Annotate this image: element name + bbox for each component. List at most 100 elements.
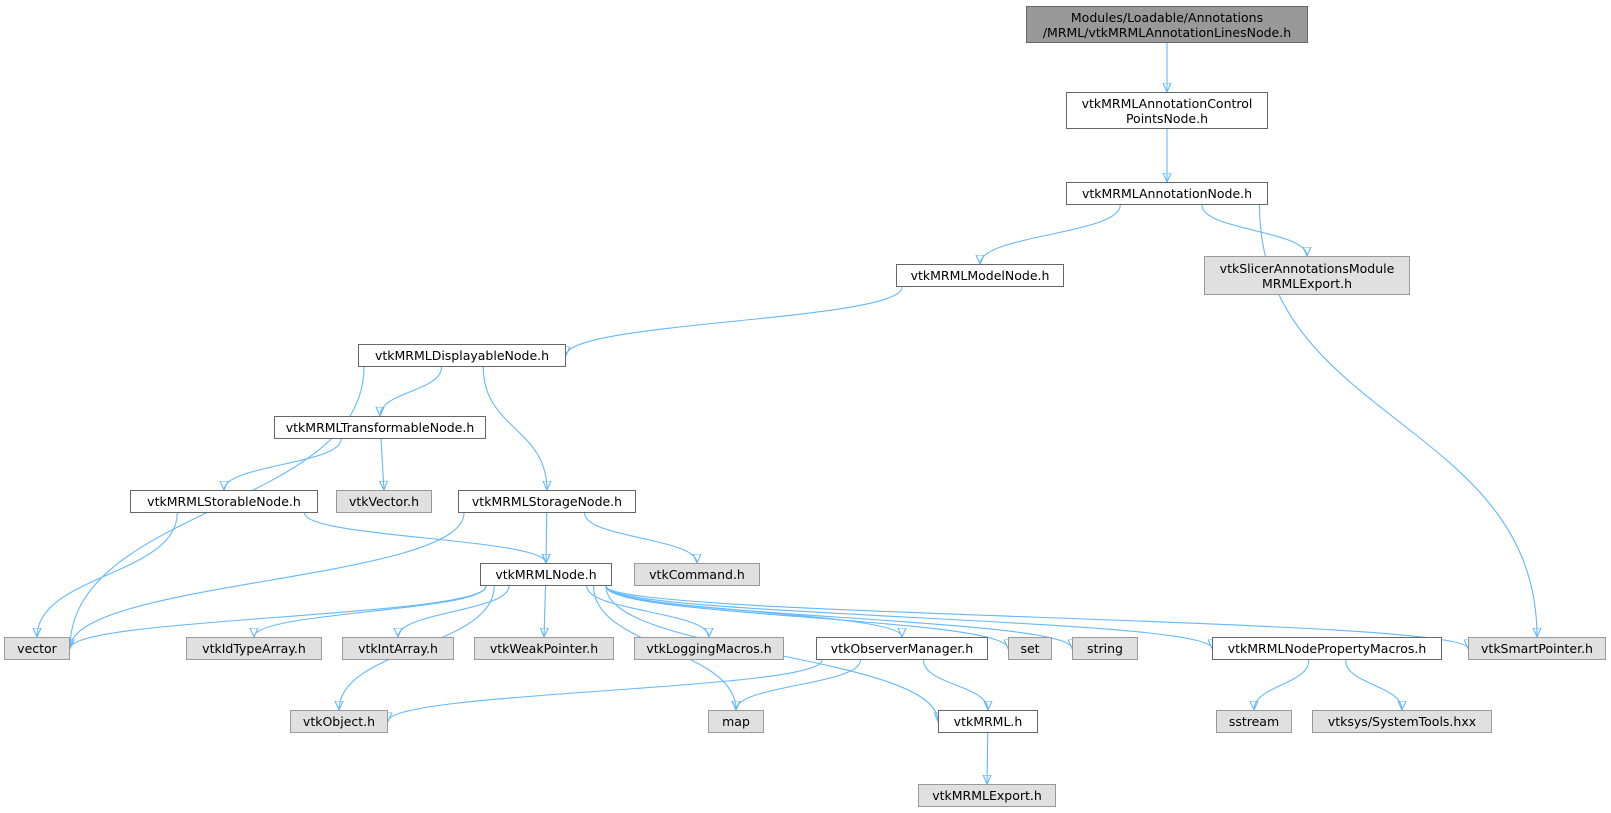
edge-transformable-to-vtkvector — [381, 438, 384, 490]
node-label: vtkMRMLAnnotationNode.h — [1082, 186, 1252, 201]
node-sstream: sstream — [1216, 710, 1292, 733]
edge-mrmlnode-to-smartptr — [605, 585, 1468, 649]
node-logging: vtkLoggingMacros.h — [634, 637, 784, 660]
node-label-line: vtkLoggingMacros.h — [646, 641, 772, 656]
node-map: map — [708, 710, 764, 733]
node-label: map — [722, 714, 750, 729]
node-label-line: map — [722, 714, 750, 729]
node-label-line: vtkMRMLNode.h — [495, 567, 597, 582]
node-label-line: vtkMRMLTransformableNode.h — [285, 420, 475, 435]
node-label-line: MRMLExport.h — [1261, 275, 1353, 291]
node-label: vtkMRMLNode.h — [495, 567, 596, 582]
node-label: vtkIdTypeArray.h — [202, 641, 306, 656]
node-label: vtkSmartPointer.h — [1481, 641, 1593, 656]
node-label: vtkMRMLStorageNode.h — [472, 494, 622, 509]
edge-mrmlnode-to-vector — [70, 585, 487, 649]
node-label: vtkLoggingMacros.h — [646, 641, 771, 656]
node-label-line: vtkMRMLAnnotationControl — [1081, 95, 1253, 111]
node-weakptr: vtkWeakPointer.h — [474, 637, 614, 660]
node-vtkvector: vtkVector.h — [336, 490, 432, 513]
node-label-line: vtkMRMLDisplayableNode.h — [374, 348, 550, 363]
node-label-line: Modules/Loadable/Annotations — [1070, 9, 1264, 25]
node-label-line: vtkMRMLAnnotationNode.h — [1081, 186, 1253, 201]
node-label-line: set — [1020, 641, 1040, 656]
edge-modelnode-to-displayable — [566, 286, 903, 356]
node-label-line: vtkIntArray.h — [358, 641, 438, 656]
node-label-line: vtkIdTypeArray.h — [202, 641, 306, 656]
edge-observer-to-vtkmrml — [922, 659, 989, 710]
edge-mrmlnode-to-intarray — [398, 585, 510, 637]
node-storage[interactable]: vtkMRMLStorageNode.h — [458, 490, 636, 513]
node-set: set — [1008, 637, 1052, 660]
node-label-line: vtkMRML.h — [953, 714, 1023, 729]
node-label: vtkMRMLModelNode.h — [911, 268, 1050, 283]
edge-storage-to-vtkcommand — [583, 512, 698, 563]
edge-propmacros-to-systools — [1345, 659, 1402, 710]
node-label: vtkMRML.h — [954, 714, 1023, 729]
edge-mrmlnode-to-idtype — [254, 585, 487, 637]
node-label-line: vtkCommand.h — [649, 567, 745, 582]
node-label: vtksys/SystemTools.hxx — [1328, 714, 1476, 729]
node-mrmlnode[interactable]: vtkMRMLNode.h — [480, 563, 612, 586]
node-label-line: vtkMRMLStorageNode.h — [471, 494, 623, 509]
node-transformable[interactable]: vtkMRMLTransformableNode.h — [274, 416, 486, 439]
node-vector: vector — [4, 637, 70, 660]
node-modelnode[interactable]: vtkMRMLModelNode.h — [896, 264, 1064, 287]
edge-displayable-to-storage — [482, 366, 547, 490]
node-label-line: vtkVector.h — [348, 494, 420, 509]
node-label: vtkMRMLDisplayableNode.h — [375, 348, 549, 363]
node-storable[interactable]: vtkMRMLStorableNode.h — [130, 490, 318, 513]
node-root[interactable]: Modules/Loadable/Annotations/MRML/vtkMRM… — [1026, 6, 1308, 43]
node-displayable[interactable]: vtkMRMLDisplayableNode.h — [358, 344, 566, 367]
node-label-line: vtkWeakPointer.h — [489, 641, 599, 656]
edge-storable-to-mrmlnode — [303, 512, 547, 563]
node-observer[interactable]: vtkObserverManager.h — [816, 637, 988, 660]
edge-observer-to-map — [736, 659, 862, 710]
node-label: vtkMRMLExport.h — [932, 788, 1042, 803]
node-label-line: sstream — [1228, 714, 1280, 729]
node-label-line: vtkSmartPointer.h — [1481, 641, 1593, 656]
node-label: vtkMRMLTransformableNode.h — [286, 420, 475, 435]
node-label-line: vtkSlicerAnnotationsModule — [1219, 260, 1395, 276]
node-intarray: vtkIntArray.h — [342, 637, 454, 660]
node-label-line: PointsNode.h — [1125, 110, 1209, 126]
node-vtkmrml[interactable]: vtkMRML.h — [938, 710, 1038, 733]
node-label-line: vtksys/SystemTools.hxx — [1327, 714, 1477, 729]
node-vtkcommand: vtkCommand.h — [634, 563, 760, 586]
node-label: vtkVector.h — [349, 494, 419, 509]
node-label-line: vector — [17, 641, 57, 656]
edge-mrmlnode-to-weakptr — [544, 585, 546, 637]
node-label-line: vtkMRMLExport.h — [932, 788, 1042, 803]
edge-storage-to-vector — [70, 512, 465, 649]
node-mrmlexport: vtkMRMLExport.h — [918, 784, 1056, 807]
edge-mrmlnode-to-propmacros — [605, 585, 1212, 649]
edge-vtkmrml-to-mrmlexport — [987, 732, 988, 784]
node-label: set — [1020, 641, 1039, 656]
edge-annnode-to-modelnode — [980, 204, 1121, 264]
node-label: vtkCommand.h — [649, 567, 745, 582]
node-label: Modules/Loadable/Annotations/MRML/vtkMRM… — [1043, 10, 1291, 40]
node-label-line: /MRML/vtkMRMLAnnotationLinesNode.h — [1042, 24, 1292, 40]
node-vtkobject: vtkObject.h — [290, 710, 388, 733]
node-label: vtkObject.h — [303, 714, 375, 729]
node-label: vtkMRMLNodePropertyMacros.h — [1228, 641, 1427, 656]
node-annnode[interactable]: vtkMRMLAnnotationNode.h — [1066, 182, 1268, 205]
node-label-line: vtkMRMLStorableNode.h — [147, 494, 301, 509]
edge-observer-to-vtkobject — [388, 659, 823, 722]
node-idtype: vtkIdTypeArray.h — [186, 637, 322, 660]
node-label-line: vtkMRMLNodePropertyMacros.h — [1227, 641, 1427, 656]
edge-propmacros-to-sstream — [1254, 659, 1310, 710]
edge-mrmlnode-to-logging — [586, 585, 709, 637]
edge-transformable-to-storable — [224, 438, 342, 490]
node-label-line: vtkObserverManager.h — [830, 641, 974, 656]
node-label-line: vtkObject.h — [302, 714, 376, 729]
node-label-line: string — [1087, 641, 1123, 656]
node-label: vtkObserverManager.h — [831, 641, 973, 656]
node-propmacros[interactable]: vtkMRMLNodePropertyMacros.h — [1212, 637, 1442, 660]
